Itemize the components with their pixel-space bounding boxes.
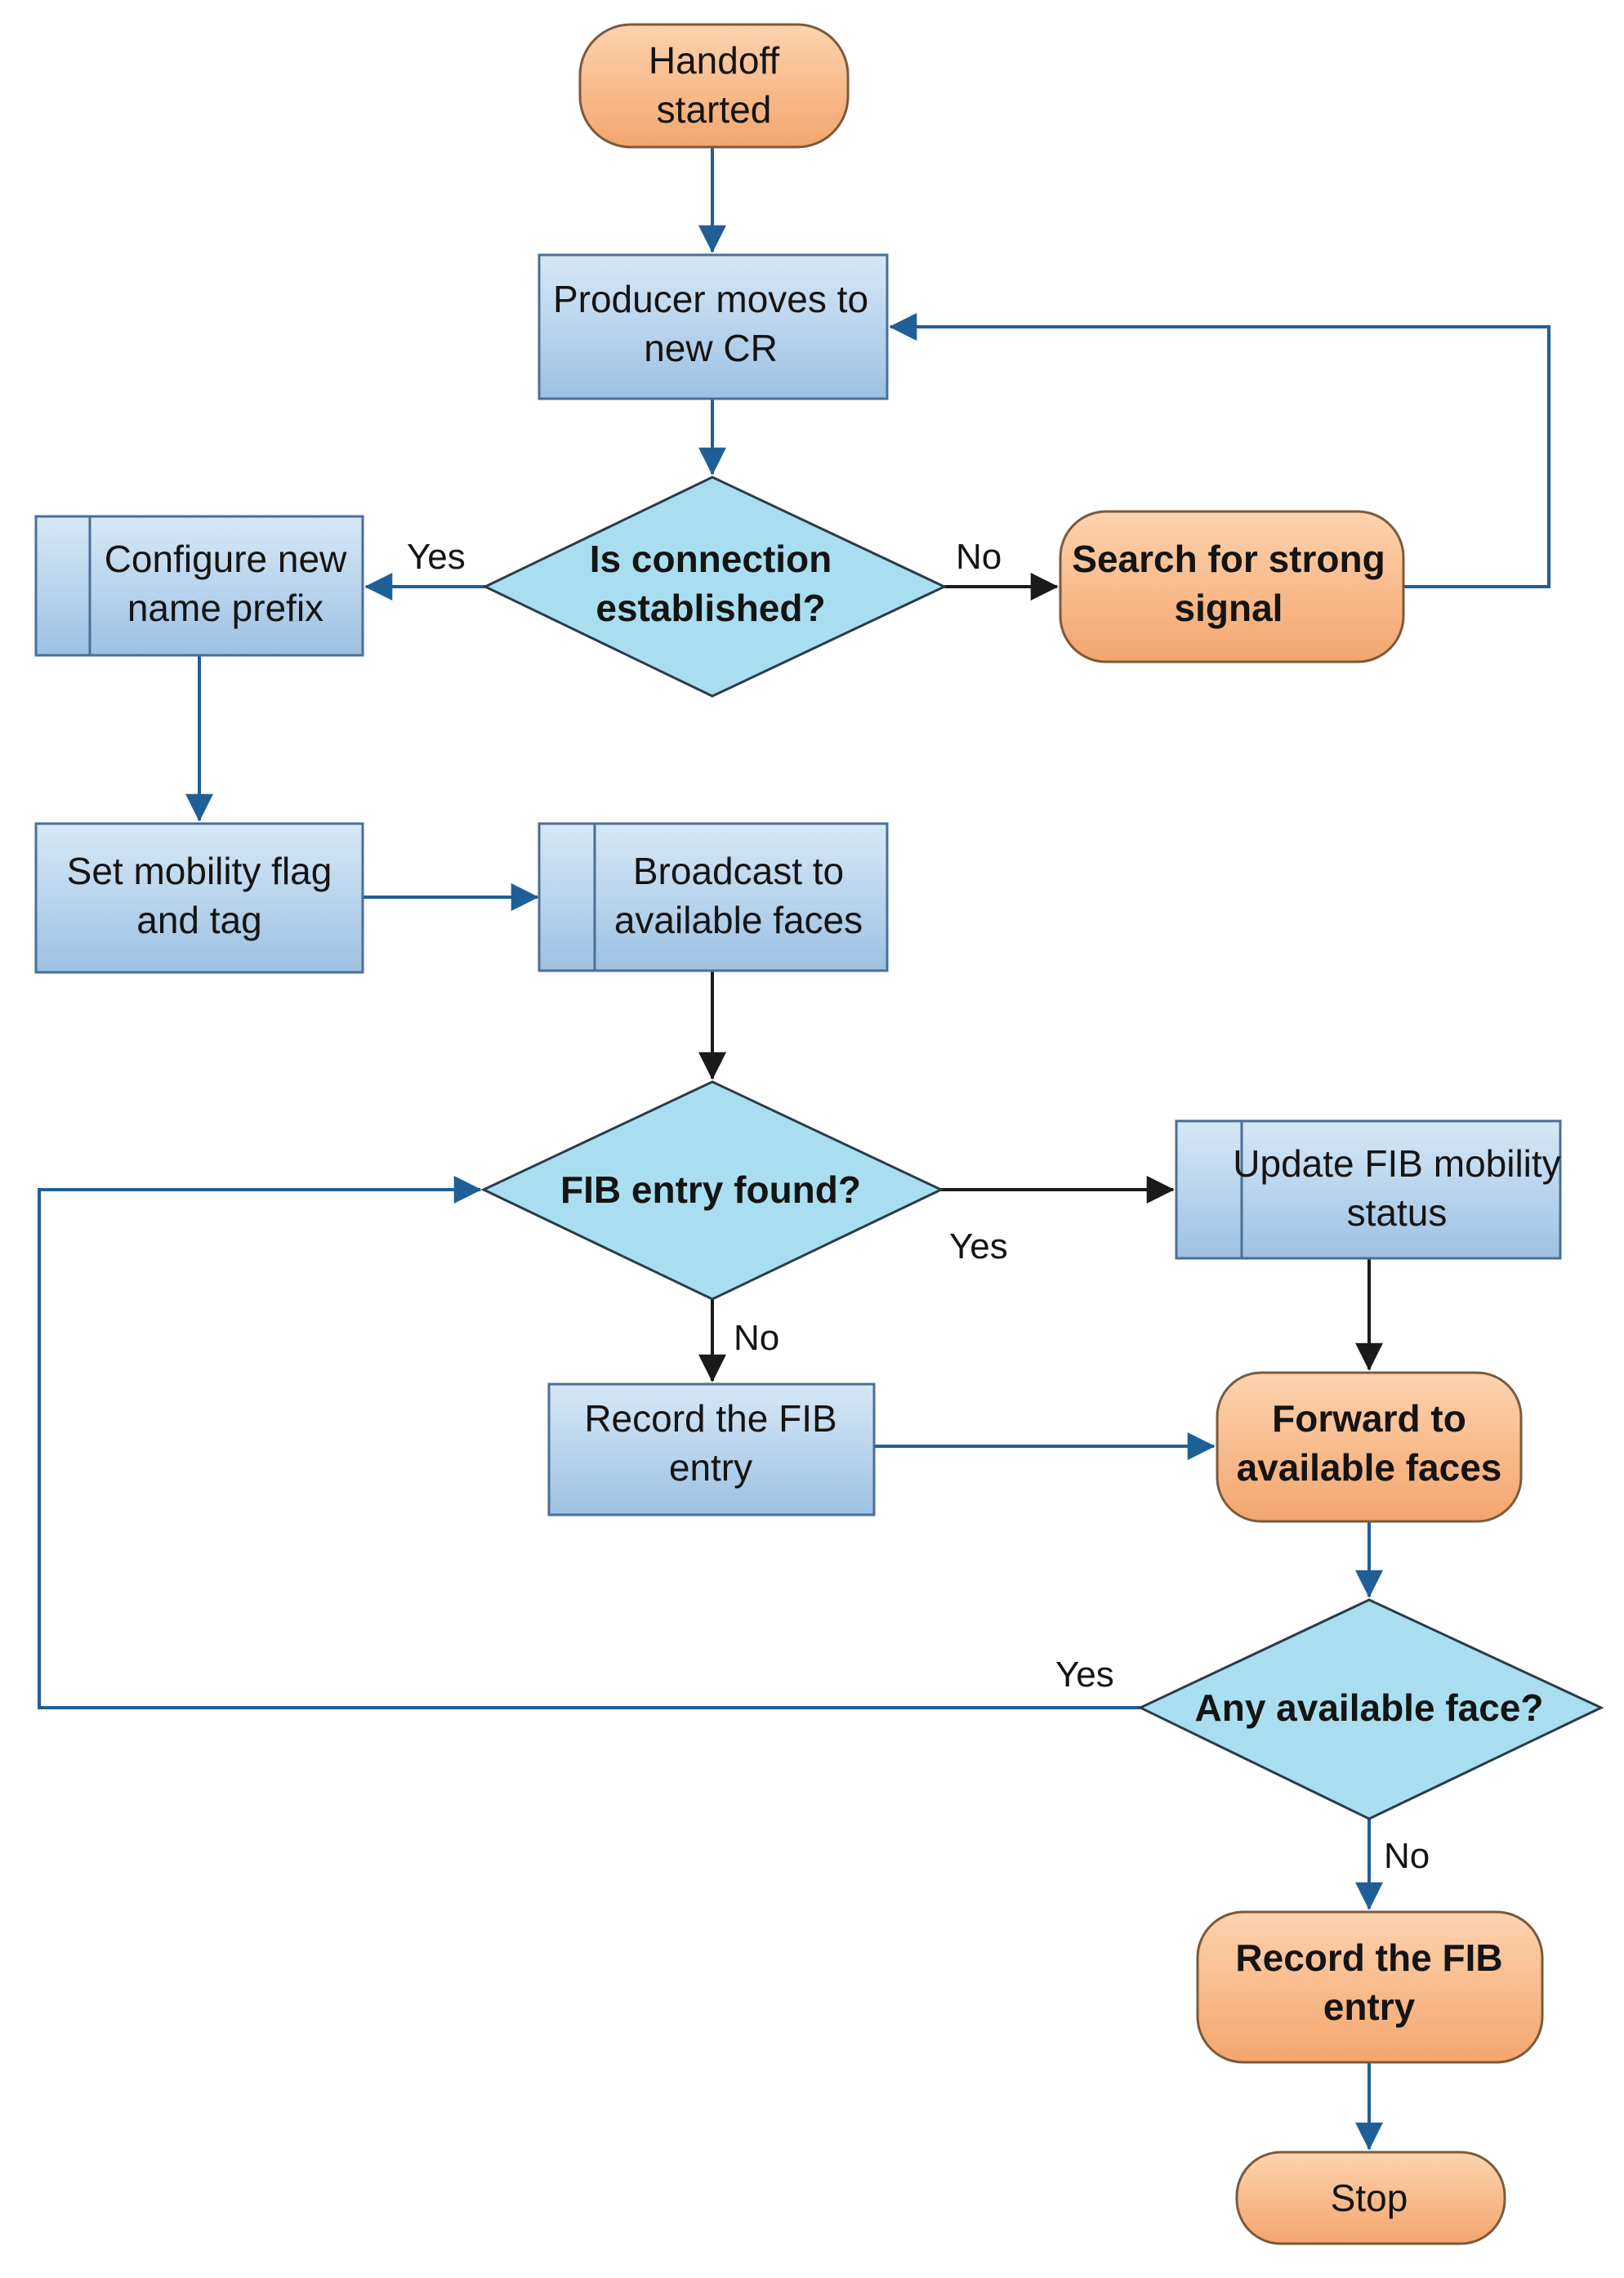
label-fib-no: No — [734, 1318, 779, 1358]
node-fib-entry-found: FIB entry found? — [480, 1080, 944, 1301]
node-search-signal-line-2: signal — [1175, 587, 1283, 629]
node-broadcast-line-1: Broadcast to — [633, 850, 844, 892]
node-handoff-started-line-2: started — [657, 88, 772, 131]
node-configure-prefix-line-1: Configure new — [105, 538, 347, 580]
node-record-fib-2-line-1: Record the FIB — [1235, 1936, 1502, 1979]
node-handoff-started-line-1: Handoff — [649, 39, 780, 82]
node-configure-name-prefix: Configure new name prefix — [34, 515, 364, 657]
node-producer-moves-line-1: Producer moves to — [553, 278, 868, 320]
arrow-any-face-yes-loop-to-fib — [38, 1176, 1140, 1709]
label-fib-yes: Yes — [949, 1226, 1008, 1266]
node-stop-line-1: Stop — [1331, 2177, 1408, 2219]
node-set-mobility-flag: Set mobility flag and tag — [34, 822, 364, 974]
label-any-face-no: No — [1384, 1836, 1430, 1876]
label-any-face-yes: Yes — [1055, 1655, 1114, 1695]
node-search-signal-line-1: Search for strong — [1072, 538, 1385, 580]
edge-labels: Yes No Yes No Yes No — [407, 537, 1430, 1876]
node-is-connection-line-2: established? — [596, 587, 825, 629]
node-record-fib-entry-1: Record the FIB entry — [547, 1382, 876, 1516]
connectors — [38, 147, 1550, 2151]
node-broadcast-line-2: available faces — [614, 899, 863, 941]
node-set-mobility-line-2: and tag — [136, 899, 261, 941]
node-record-fib-2-line-2: entry — [1323, 1985, 1416, 2028]
node-configure-prefix-line-2: name prefix — [127, 587, 323, 629]
node-any-face-line-1: Any available face? — [1195, 1686, 1544, 1729]
node-record-fib-entry-2: Record the FIB entry — [1196, 1910, 1544, 2064]
label-connection-yes: Yes — [407, 537, 466, 577]
node-forward-line-1: Forward to — [1272, 1397, 1466, 1440]
node-record-fib-1-line-2: entry — [669, 1446, 752, 1489]
label-connection-no: No — [956, 537, 1002, 577]
node-stop: Stop — [1235, 2151, 1506, 2245]
node-update-fib-line-2: status — [1347, 1191, 1448, 1234]
arrow-search-loop-to-producer — [889, 313, 1550, 588]
node-producer-moves: Producer moves to new CR — [538, 253, 889, 400]
node-update-fib-line-1: Update FIB mobility — [1233, 1142, 1560, 1185]
node-forward-line-2: available faces — [1237, 1446, 1502, 1489]
node-producer-moves-line-2: new CR — [644, 327, 778, 369]
node-handoff-started: Handoff started — [578, 23, 850, 149]
node-update-fib-status: Update FIB mobility status — [1175, 1119, 1562, 1260]
node-forward-faces: Forward to available faces — [1216, 1371, 1523, 1523]
node-broadcast-faces: Broadcast to available faces — [538, 822, 889, 972]
node-search-strong-signal: Search for strong signal — [1059, 510, 1405, 663]
node-record-fib-1-line-1: Record the FIB — [584, 1397, 837, 1440]
node-any-available-face: Any available face? — [1137, 1598, 1604, 1820]
node-is-connection-line-1: Is connection — [590, 538, 832, 580]
node-set-mobility-line-1: Set mobility flag — [67, 850, 332, 892]
node-fib-found-line-1: FIB entry found? — [560, 1168, 861, 1211]
node-is-connection-established: Is connection established? — [482, 476, 948, 698]
